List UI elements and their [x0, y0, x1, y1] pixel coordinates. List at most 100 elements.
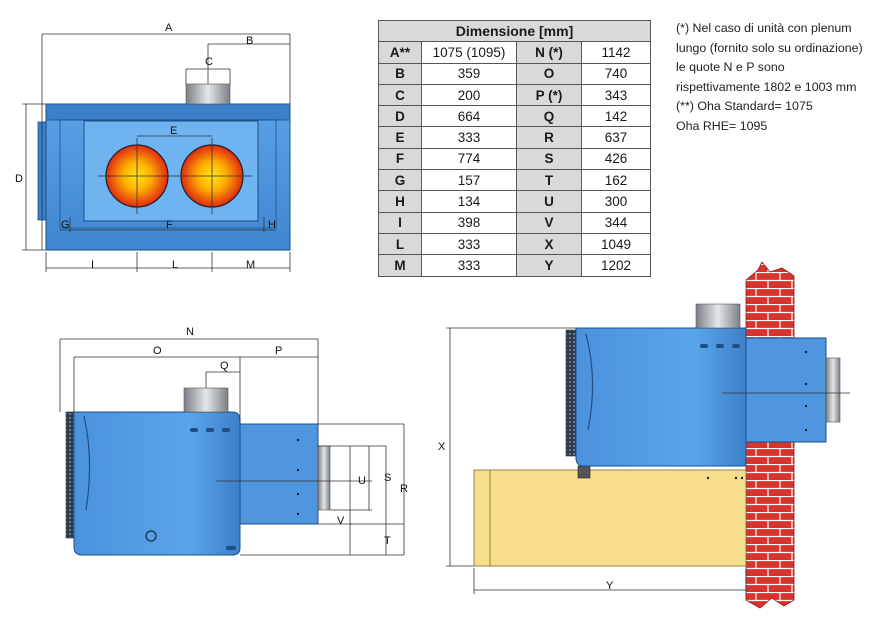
- label-X: X: [438, 441, 446, 453]
- dimension-value: 1075 (1095): [421, 41, 517, 64]
- dimension-code: E: [378, 126, 422, 149]
- label-D: D: [15, 173, 23, 185]
- dimension-value: 333: [421, 232, 517, 256]
- label-V: V: [337, 515, 345, 527]
- table-header: Dimensione [mm]: [378, 19, 651, 43]
- side-view: N O P Q R S T U V: [59, 326, 408, 556]
- chimney-pipe-side: [183, 387, 229, 413]
- label-B: B: [246, 35, 253, 47]
- dimension-code: X: [516, 232, 582, 256]
- install-casing: [575, 327, 747, 467]
- notes: (*) Nel caso di unità con plenum lungo (…: [676, 19, 866, 136]
- label-C: C: [205, 56, 213, 68]
- label-Q: Q: [220, 360, 229, 372]
- dimension-code: F: [378, 147, 422, 171]
- dimension-code: O: [516, 62, 582, 85]
- label-M: M: [246, 259, 255, 271]
- side-casing: [73, 411, 241, 556]
- dimension-code: C: [378, 83, 422, 107]
- label-R: R: [400, 483, 408, 495]
- label-G: G: [61, 219, 70, 231]
- note-line: rispettivamente 1802 e 1003 mm: [676, 79, 857, 94]
- label-H: H: [268, 219, 276, 231]
- dimension-code: B: [378, 62, 422, 85]
- dimension-value: 333: [421, 254, 517, 277]
- dimension-value: 300: [581, 190, 651, 213]
- dimension-code: L: [378, 232, 422, 256]
- chimney-pipe-front: [185, 83, 231, 105]
- dimension-value: 1142: [581, 41, 651, 64]
- table-row: A**1075 (1095)N (*)1142: [378, 41, 651, 64]
- install-plenum-collar: [825, 357, 841, 423]
- front-inner-frame: [59, 119, 277, 229]
- dimension-code: H: [378, 190, 422, 213]
- note-line: Oha RHE= 1095: [676, 118, 768, 133]
- dimension-code: G: [378, 169, 422, 192]
- yellow-base: [473, 469, 747, 567]
- label-F: F: [166, 219, 173, 231]
- label-U: U: [358, 475, 366, 487]
- label-Y: Y: [606, 580, 614, 592]
- dimension-value: 426: [581, 147, 651, 171]
- dimension-value: 200: [421, 83, 517, 107]
- dimension-value: 343: [581, 83, 651, 107]
- dimension-value: 398: [421, 211, 517, 234]
- label-S: S: [384, 472, 391, 484]
- dimension-value: 157: [421, 169, 517, 192]
- label-E: E: [170, 125, 177, 137]
- dimension-value: 344: [581, 211, 651, 234]
- dimension-code: T: [516, 169, 582, 192]
- label-T: T: [384, 535, 391, 547]
- front-view: A B C D E F G H I L M: [15, 22, 291, 272]
- dimension-value: 1202: [581, 254, 651, 277]
- install-plenum: [745, 337, 827, 443]
- dimension-value: 774: [421, 147, 517, 171]
- note-line: le quote N e P sono: [676, 60, 785, 74]
- dimension-value: 740: [581, 62, 651, 85]
- dimension-value: 333: [421, 126, 517, 149]
- dimension-value: 142: [581, 105, 651, 128]
- dimension-code: U: [516, 190, 582, 213]
- label-P: P: [275, 345, 282, 357]
- dimension-value: 664: [421, 105, 517, 128]
- dimension-value: 1049: [581, 232, 651, 256]
- label-L: L: [172, 259, 178, 271]
- dimension-code: N (*): [516, 41, 582, 64]
- dimension-code: I: [378, 211, 422, 234]
- chimney-pipe-install: [695, 303, 741, 329]
- label-N: N: [186, 326, 194, 338]
- dimension-code: A**: [378, 41, 422, 64]
- dimension-code: M: [378, 254, 422, 277]
- label-O: O: [153, 345, 162, 357]
- note-line: lungo (fornito solo su ordinazione): [676, 40, 863, 55]
- dimension-code: P (*): [516, 83, 582, 107]
- dimension-code: V: [516, 211, 582, 234]
- side-drain-hole: [145, 530, 157, 542]
- dimension-value: 637: [581, 126, 651, 149]
- dimension-value: 359: [421, 62, 517, 85]
- front-casing-top: [45, 103, 291, 121]
- note-line: (**) Oha Standard= 1075: [676, 99, 813, 113]
- note-line: (*) Nel caso di unità con plenum: [676, 21, 852, 35]
- dimension-value: 134: [421, 190, 517, 213]
- dimension-code: R: [516, 126, 582, 149]
- dimension-value: 162: [581, 169, 651, 192]
- side-plenum-collar: [317, 445, 331, 511]
- dimension-code: D: [378, 105, 422, 128]
- dimension-code: Y: [516, 254, 582, 277]
- label-A: A: [165, 22, 173, 34]
- side-plenum: [239, 423, 319, 525]
